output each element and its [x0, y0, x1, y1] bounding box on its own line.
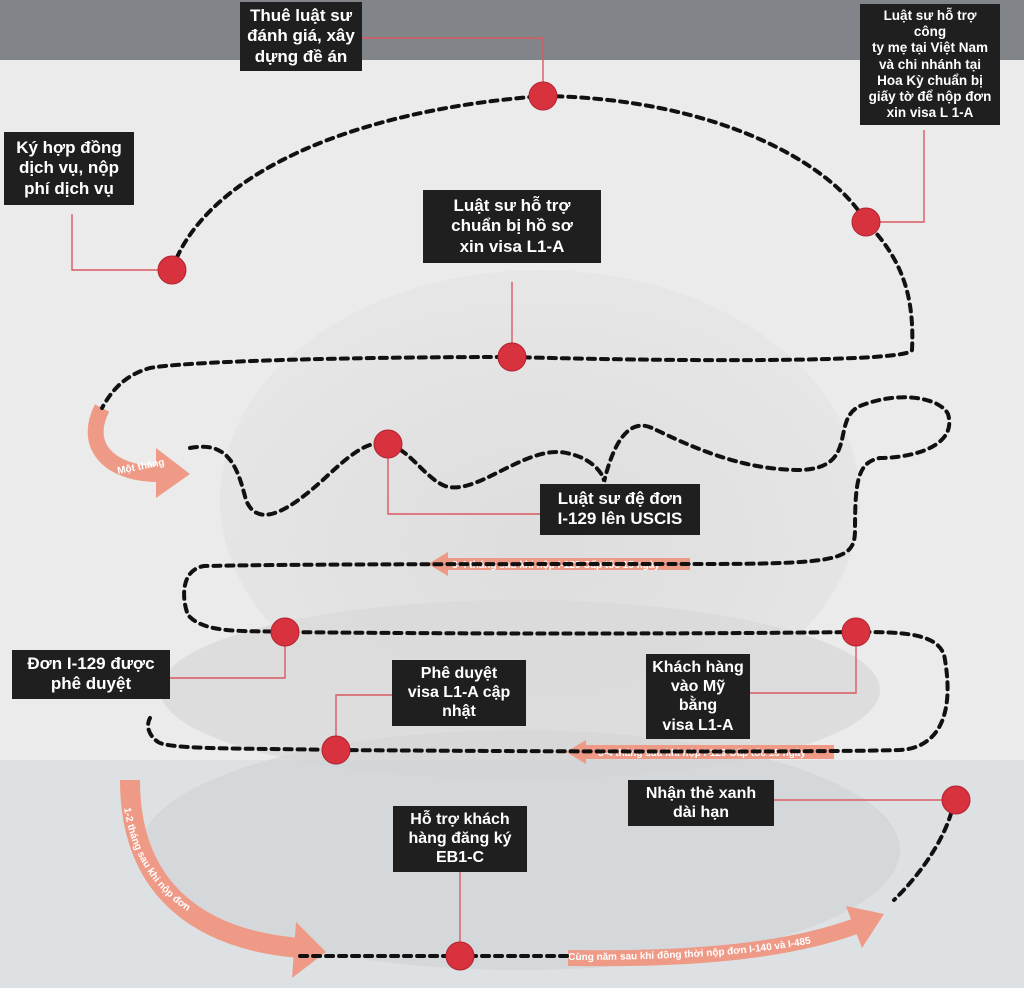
- step-enter-us: Khách hàng vào Mỹ bằng visa L1-A: [646, 654, 750, 739]
- arrow-eb1c-wait: [120, 779, 301, 958]
- milestone-i129-approved: [270, 617, 300, 647]
- step-eb1c: Hỗ trợ khách hàng đăng ký EB1-C: [393, 806, 527, 872]
- milestone-eb1c: [445, 941, 475, 971]
- step-prepare-file: Luật sư hỗ trợ chuẩn bị hồ sơ xin visa L…: [423, 190, 601, 264]
- arrow-green-card-wait: [567, 918, 859, 967]
- connector-prepare-docs: [866, 130, 925, 223]
- milestone-green-card: [941, 785, 971, 815]
- connector-i129-approved: [170, 635, 286, 679]
- milestone-sign-contract: [157, 255, 187, 285]
- milestone-enter-us: [841, 617, 871, 647]
- connector-submit-i129: [387, 447, 540, 515]
- milestone-prepare-file: [497, 342, 527, 372]
- step-sign-contract: Ký hợp đồng dịch vụ, nộp phí dịch vụ: [4, 132, 134, 206]
- connector-visa-approved: [335, 694, 392, 750]
- milestone-submit-i129: [373, 429, 403, 459]
- step-submit-i129: Luật sư đệ đơn I-129 lên USCIS: [540, 484, 700, 535]
- step-hire-lawyer: Thuê luật sư đánh giá, xây dựng đề án: [240, 2, 362, 72]
- milestone-hire-lawyer: [528, 81, 558, 111]
- connector-hire-lawyer: [360, 37, 544, 96]
- step-visa-approved: Phê duyệt visa L1-A cập nhật: [392, 660, 526, 726]
- journey-path: [100, 93, 956, 959]
- step-prepare-docs: Luật sư hỗ trợ công ty mẹ tại Việt Nam v…: [860, 4, 1000, 126]
- milestone-visa-approved: [321, 735, 351, 765]
- connector-sign-contract: [71, 214, 172, 271]
- step-green-card: Nhận thẻ xanh dài hạn: [628, 780, 774, 827]
- step-i129-approved: Đơn I-129 được phê duyệt: [12, 650, 170, 699]
- arrow-one-month-head: [156, 448, 190, 498]
- milestone-prepare-docs: [851, 207, 881, 237]
- milestones: [157, 81, 971, 971]
- arrow-green-card-wait-head: [846, 906, 884, 948]
- arrow-eb1c-wait-head: [292, 922, 326, 978]
- connector-enter-us: [750, 632, 857, 694]
- arrow-one-month: [87, 404, 159, 482]
